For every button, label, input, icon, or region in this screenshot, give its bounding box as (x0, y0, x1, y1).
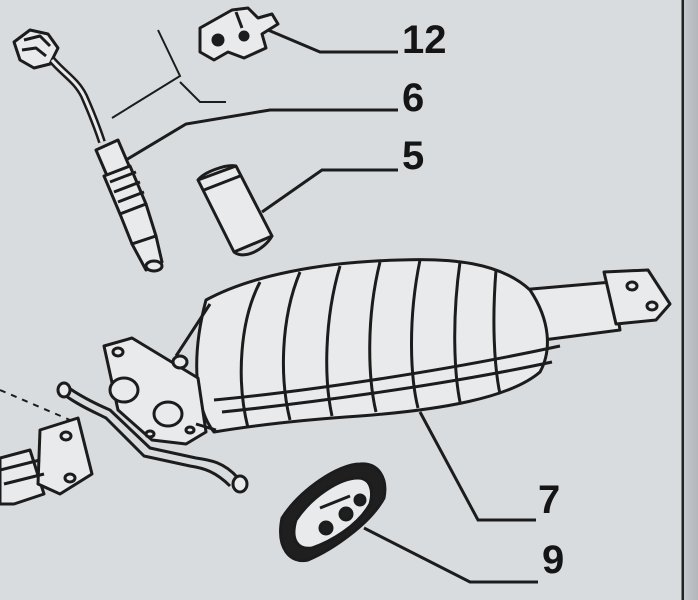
leader-line-9 (363, 526, 538, 584)
part-9-rubber-mount (279, 462, 387, 563)
callout-number-9: 9 (542, 538, 565, 582)
part-6-oxygen-sensor (12, 28, 164, 273)
callout-number-7: 7 (538, 478, 561, 522)
part-7-catalytic-converter (102, 258, 672, 446)
callout-number-5: 5 (402, 134, 425, 178)
guide-lines (111, 29, 226, 119)
part-5-sleeve (196, 164, 274, 257)
callout-number-6: 6 (402, 76, 425, 120)
leader-line-5 (261, 168, 398, 214)
hanger-rod (56, 381, 249, 494)
center-line (0, 389, 71, 421)
leader-line-7 (418, 411, 536, 522)
leader-line-6 (125, 108, 398, 162)
leader-line-12 (267, 28, 398, 54)
front-pipe (0, 416, 94, 506)
scan-edge (684, 0, 698, 600)
part-12-bracket (198, 6, 280, 62)
callout-number-12: 12 (402, 18, 447, 62)
